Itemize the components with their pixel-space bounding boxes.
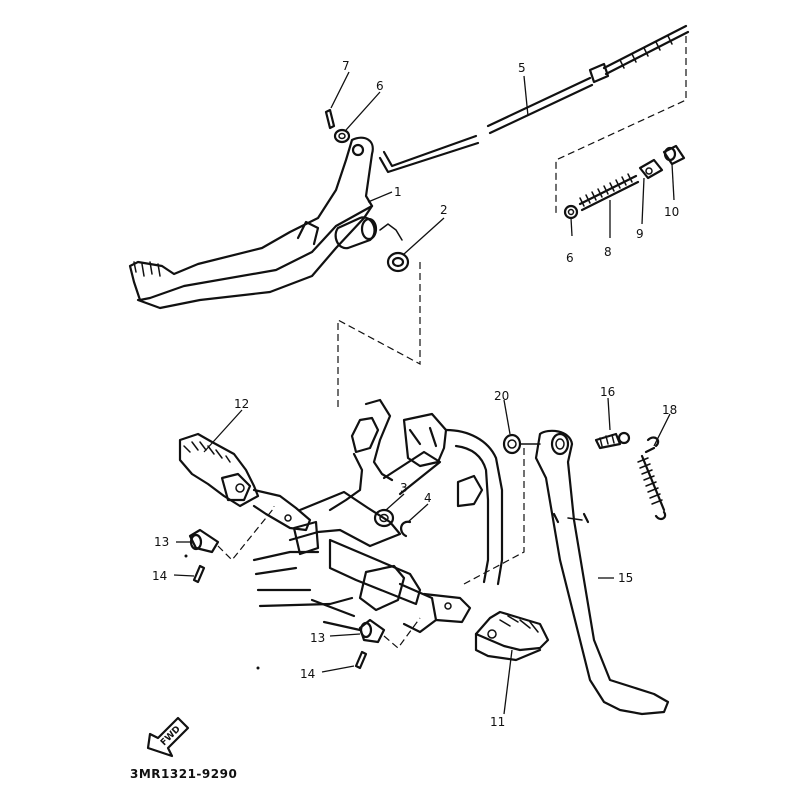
footrest-passenger bbox=[474, 610, 550, 662]
callout-12: 12 bbox=[234, 397, 249, 411]
footrest-pin-left bbox=[188, 528, 220, 554]
callout-16: 16 bbox=[600, 385, 615, 399]
spring-clip bbox=[379, 223, 410, 273]
callout-9: 9 bbox=[636, 227, 644, 241]
callout-4: 4 bbox=[424, 491, 432, 505]
clevis-pin bbox=[638, 158, 664, 180]
callout-14-lower: 14 bbox=[300, 667, 315, 681]
callout-7: 7 bbox=[342, 59, 350, 73]
dot-mark bbox=[256, 666, 260, 670]
sidestand-bolt bbox=[594, 431, 631, 450]
adjusting-nut bbox=[662, 144, 686, 166]
callout-18: 18 bbox=[662, 403, 677, 417]
callout-3: 3 bbox=[400, 481, 408, 495]
footrest-pin-lower bbox=[358, 618, 386, 644]
callout-15: 15 bbox=[618, 571, 633, 585]
cotter-pin-left bbox=[192, 564, 206, 584]
callout-13-lower: 13 bbox=[310, 631, 325, 645]
callout-6-upper: 6 bbox=[376, 79, 384, 93]
pivot-alignment-line bbox=[337, 262, 421, 408]
dot-mark bbox=[184, 554, 188, 558]
adjusting-spring bbox=[578, 173, 640, 212]
callout-11: 11 bbox=[490, 715, 505, 729]
frame-washer bbox=[373, 508, 395, 528]
fwd-arrow-icon: FWD bbox=[146, 716, 190, 758]
washer bbox=[333, 128, 351, 144]
brake-rod bbox=[378, 24, 690, 174]
frame-section bbox=[252, 398, 504, 634]
callout-1: 1 bbox=[394, 185, 402, 199]
callout-6-right: 6 bbox=[566, 251, 574, 265]
callout-13-left: 13 bbox=[154, 535, 169, 549]
callout-10: 10 bbox=[664, 205, 679, 219]
circlip bbox=[400, 520, 412, 538]
sidestand-spring bbox=[637, 436, 667, 521]
lower-pin-guide bbox=[383, 617, 421, 649]
sidestand bbox=[534, 429, 670, 716]
stand-guide bbox=[463, 448, 525, 585]
callout-20: 20 bbox=[494, 389, 509, 403]
cotter-pin bbox=[324, 108, 336, 130]
footrest-rider bbox=[178, 432, 312, 532]
callout-numbers: 1 2 3 4 5 6 6 7 8 9 10 11 12 13 13 14 14… bbox=[152, 59, 679, 729]
leader-lines bbox=[173, 71, 675, 715]
callout-5: 5 bbox=[518, 61, 526, 75]
callout-2: 2 bbox=[440, 203, 448, 217]
sidestand-collar bbox=[502, 433, 522, 455]
cotter-pin-lower bbox=[354, 650, 368, 670]
callout-8: 8 bbox=[604, 245, 612, 259]
diagram-code: 3MR1321-9290 bbox=[130, 767, 237, 781]
callout-14-left: 14 bbox=[152, 569, 167, 583]
brake-pedal bbox=[128, 136, 378, 310]
washer-right bbox=[563, 204, 579, 220]
assembly-guide-line bbox=[555, 36, 687, 216]
